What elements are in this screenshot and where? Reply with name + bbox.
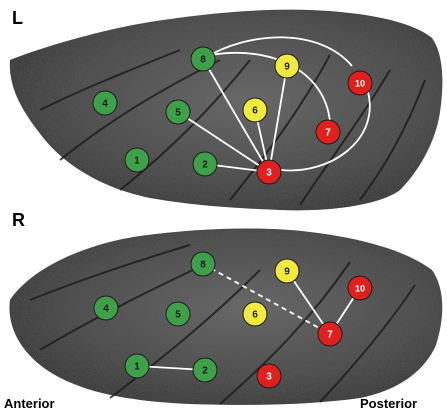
anterior-label: Anterior bbox=[4, 396, 55, 411]
node-right-9: 9 bbox=[275, 259, 299, 283]
node-label: 2 bbox=[202, 366, 208, 377]
node-label: 8 bbox=[200, 55, 206, 66]
organ-surface-right bbox=[9, 229, 442, 405]
node-label: 10 bbox=[355, 79, 365, 89]
node-label: 10 bbox=[355, 284, 365, 294]
node-left-8: 8 bbox=[191, 47, 215, 71]
node-label: 3 bbox=[266, 168, 272, 179]
node-left-5: 5 bbox=[166, 100, 190, 124]
node-right-10: 10 bbox=[348, 276, 372, 300]
node-label: 6 bbox=[252, 310, 258, 321]
node-label: 3 bbox=[266, 372, 272, 383]
node-left-7: 7 bbox=[316, 120, 340, 144]
node-label: 5 bbox=[175, 108, 181, 119]
node-label: 2 bbox=[202, 160, 208, 171]
organ-surface-left bbox=[10, 10, 443, 211]
node-label: 4 bbox=[102, 99, 108, 110]
node-left-6: 6 bbox=[243, 98, 267, 122]
node-left-1: 1 bbox=[125, 148, 149, 172]
node-label: 4 bbox=[103, 304, 109, 315]
node-right-7: 7 bbox=[318, 322, 342, 346]
node-right-4: 4 bbox=[94, 296, 118, 320]
node-label: 1 bbox=[134, 362, 140, 373]
node-right-3: 3 bbox=[257, 364, 281, 388]
node-label: 7 bbox=[325, 128, 331, 139]
node-label: 1 bbox=[134, 156, 140, 167]
node-label: 7 bbox=[327, 330, 333, 341]
node-left-9: 9 bbox=[275, 54, 299, 78]
node-left-3: 3 bbox=[257, 160, 281, 184]
node-right-6: 6 bbox=[243, 302, 267, 326]
node-right-5: 5 bbox=[166, 302, 190, 326]
node-right-1: 1 bbox=[125, 354, 149, 378]
posterior-label: Posterior bbox=[360, 396, 417, 411]
node-label: 5 bbox=[175, 310, 181, 321]
node-label: 9 bbox=[284, 62, 290, 73]
node-right-8: 8 bbox=[191, 252, 215, 276]
node-label: 9 bbox=[284, 267, 290, 278]
node-right-2: 2 bbox=[193, 358, 217, 382]
node-label: 6 bbox=[252, 106, 258, 117]
node-left-4: 4 bbox=[93, 91, 117, 115]
node-label: 8 bbox=[200, 260, 206, 271]
node-left-2: 2 bbox=[193, 152, 217, 176]
node-left-10: 10 bbox=[348, 71, 372, 95]
